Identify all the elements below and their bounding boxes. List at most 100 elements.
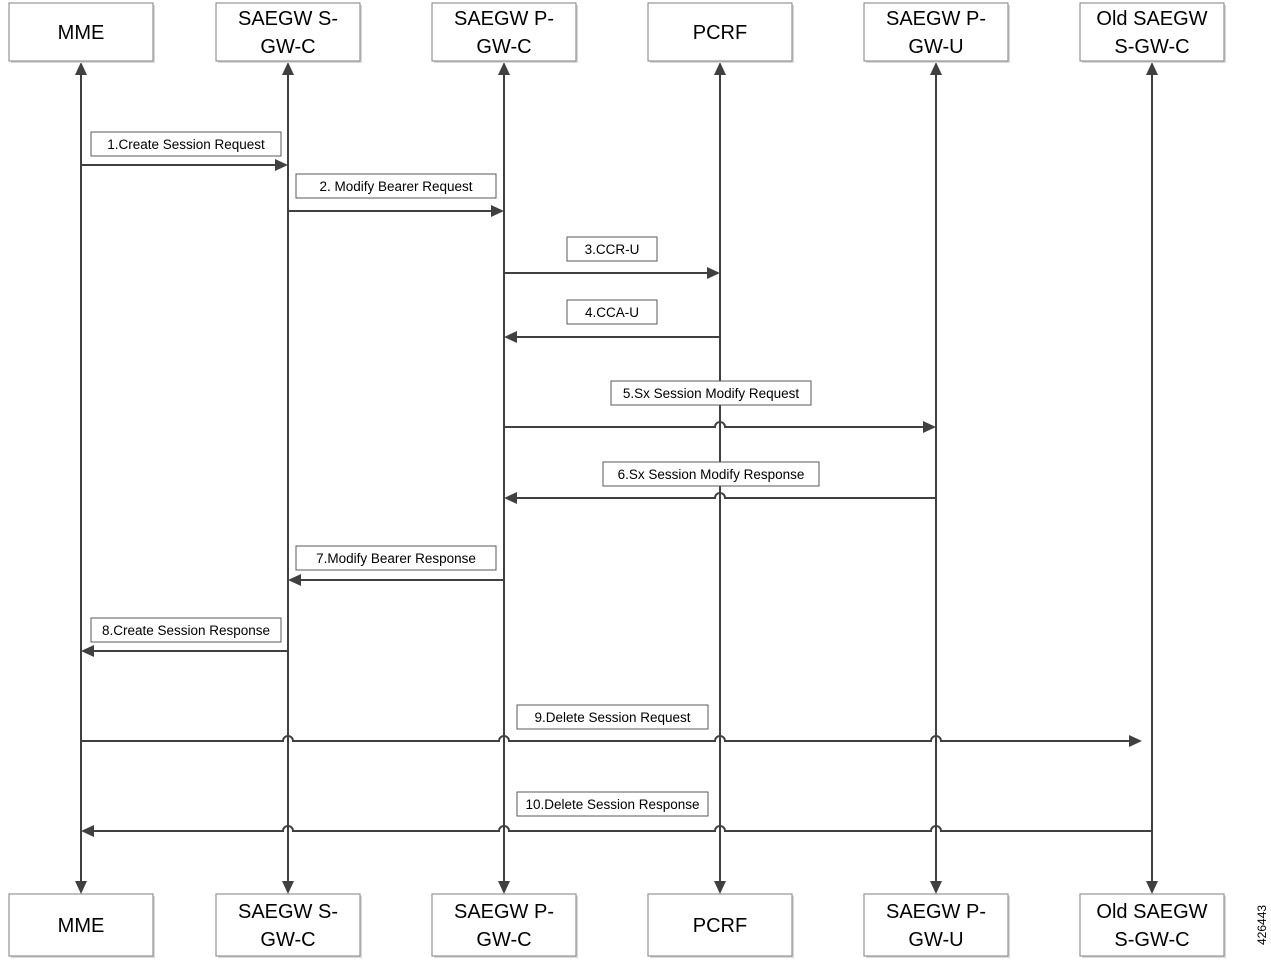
participant-name: GW-C xyxy=(476,929,531,951)
message-arrowhead xyxy=(491,205,504,217)
message-label: 5.Sx Session Modify Request xyxy=(610,380,812,406)
message-label: 9.Delete Session Request xyxy=(516,704,709,730)
participant-box xyxy=(647,893,793,957)
participant-name: SAEGW S- xyxy=(238,901,338,923)
message-arrowhead xyxy=(923,421,936,433)
participant-name: SAEGW P- xyxy=(454,8,554,30)
participant-name: SAEGW S- xyxy=(238,8,338,30)
message-arrowhead xyxy=(504,492,517,504)
message-label: 8.Create Session Response xyxy=(90,617,282,643)
participant-name: MME xyxy=(58,915,105,937)
participant-bottom-pgwc: SAEGW P- GW-C xyxy=(431,893,578,958)
lifeline-bottom-arrowhead xyxy=(498,881,510,894)
message-label-text: 7.Modify Bearer Response xyxy=(316,551,476,566)
participant-box xyxy=(8,2,154,62)
lifeline-top-arrowhead xyxy=(714,62,726,75)
participant-box xyxy=(1079,2,1225,62)
participant-name: S-GW-C xyxy=(1114,929,1189,951)
message-label-box xyxy=(566,236,658,262)
message-label-box xyxy=(516,791,709,817)
participant-name: MME xyxy=(58,22,105,44)
message-arrows xyxy=(81,159,1152,837)
lifeline-top-arrowhead xyxy=(1146,62,1158,75)
lifeline-bottom-arrowhead xyxy=(282,881,294,894)
message-arrowhead xyxy=(275,159,288,171)
message-label-text: 3.CCR-U xyxy=(585,242,640,257)
message-label-box xyxy=(90,617,282,643)
message-arrow xyxy=(517,492,936,499)
message-label-text: 8.Create Session Response xyxy=(102,623,270,638)
participant-top-oldsgwc: Old SAEGW S-GW-C xyxy=(1079,2,1226,63)
participant-bottom-pcrf: PCRF xyxy=(647,893,794,958)
lifeline-bottom-arrowhead xyxy=(714,881,726,894)
participant-name: Old SAEGW xyxy=(1096,8,1207,30)
participant-name: Old SAEGW xyxy=(1096,901,1207,923)
message-arrow xyxy=(504,421,923,428)
participant-top-mme: MME xyxy=(8,2,155,63)
participant-bottom-oldsgwc: Old SAEGW S-GW-C xyxy=(1079,893,1226,958)
message-label-box xyxy=(516,704,709,730)
participant-name: GW-U xyxy=(908,36,963,58)
message-arrowhead xyxy=(504,331,517,343)
participant-top-pgwu: SAEGW P- GW-U xyxy=(863,2,1010,63)
participant-name: GW-C xyxy=(260,36,315,58)
participant-top-pcrf: PCRF xyxy=(647,2,794,63)
message-arrowhead xyxy=(707,267,720,279)
message-arrow xyxy=(81,735,1129,742)
message-label: 6.Sx Session Modify Response xyxy=(602,461,820,487)
message-arrow xyxy=(94,825,1152,832)
participant-bottom-sgwc: SAEGW S- GW-C xyxy=(215,893,362,958)
participant-name: PCRF xyxy=(693,22,747,44)
message-label-box xyxy=(602,461,820,487)
lifelines xyxy=(75,62,1158,894)
message-arrowhead xyxy=(81,825,94,837)
participant-bottom-mme: MME xyxy=(8,893,155,958)
participant-name: SAEGW P- xyxy=(454,901,554,923)
lifeline-top-arrowhead xyxy=(75,62,87,75)
participant-box xyxy=(215,893,361,957)
message-label-text: 4.CCA-U xyxy=(585,305,639,320)
participant-box xyxy=(863,2,1009,62)
lifeline-bottom-arrowhead xyxy=(930,881,942,894)
lifeline-bottom-arrowhead xyxy=(1146,881,1158,894)
message-arrowhead xyxy=(288,574,301,586)
participant-name: SAEGW P- xyxy=(886,901,986,923)
participant-box xyxy=(215,2,361,62)
message-label-text: 6.Sx Session Modify Response xyxy=(618,467,805,482)
participant-box xyxy=(647,2,793,62)
message-label: 10.Delete Session Response xyxy=(516,791,709,817)
message-label: 1.Create Session Request xyxy=(90,131,282,157)
participant-name: PCRF xyxy=(693,915,747,937)
participant-top-pgwc: SAEGW P- GW-C xyxy=(431,2,578,63)
participant-box xyxy=(431,893,577,957)
message-label-text: 1.Create Session Request xyxy=(107,137,265,152)
participant-bottom-pgwu: SAEGW P-GW-U xyxy=(863,893,1010,958)
participant-name: SAEGW P- xyxy=(886,8,986,30)
message-label-text: 5.Sx Session Modify Request xyxy=(623,386,800,401)
message-label-text: 2. Modify Bearer Request xyxy=(319,179,472,194)
message-label-box xyxy=(295,545,497,571)
participant-box xyxy=(431,2,577,62)
lifeline-bottom-arrowhead xyxy=(75,881,87,894)
participant-name: GW-C xyxy=(260,929,315,951)
message-label-box xyxy=(295,173,497,199)
message-label-box xyxy=(610,380,812,406)
participant-name: GW-C xyxy=(476,36,531,58)
message-labels: 1.Create Session Request 2. Modify Bearer… xyxy=(90,131,820,817)
lifeline-top-arrowhead xyxy=(930,62,942,75)
lifeline-top-arrowhead xyxy=(282,62,294,75)
message-label-text: 10.Delete Session Response xyxy=(525,797,699,812)
participant-box xyxy=(8,893,154,957)
message-label: 2. Modify Bearer Request xyxy=(295,173,497,199)
message-label: 7.Modify Bearer Response xyxy=(295,545,497,571)
figure-id: 426443 xyxy=(1255,905,1269,945)
message-label: 3.CCR-U xyxy=(566,236,658,262)
message-label-text: 9.Delete Session Request xyxy=(534,710,690,725)
participant-top-sgwc: SAEGW S- GW-C xyxy=(215,2,362,63)
message-label-box xyxy=(566,299,658,325)
message-arrowhead xyxy=(1129,735,1142,747)
message-arrowhead xyxy=(81,645,94,657)
participant-box xyxy=(1079,893,1225,957)
participant-name: S-GW-C xyxy=(1114,36,1189,58)
